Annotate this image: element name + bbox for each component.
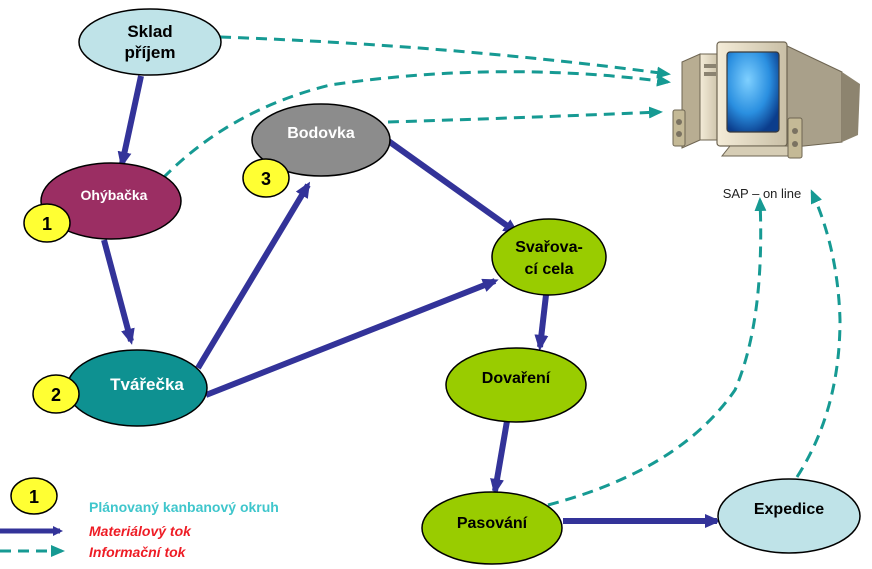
dovareni-label: Dovaření [482,370,551,387]
svarovaci-label-line2: cí cela [525,261,574,278]
legend-badge: 1 [10,477,58,515]
expedice-label: Expedice [754,501,824,518]
material-arrow-bodovka-svarovaci [385,137,520,235]
badge-bodovka: 3 [242,158,290,198]
badge-tvarecka-number: 2 [51,385,61,405]
info-arrow-pasovani-sap [547,197,767,507]
pasovani-label: Pasování [457,515,528,532]
info-arrow-expedice-sap [795,189,842,478]
material-arrow-sklad-ohybacka [117,75,144,168]
info-arrow-sklad-sap [219,35,671,79]
node-ohybacka: Ohýbačka [40,162,182,240]
node-expedice: Expedice [717,478,861,554]
node-svarovaci-cela: Svařova- cí cela [491,218,607,296]
node-bodovka: Bodovka [251,103,391,177]
node-sklad-prijem: Sklad příjem [78,8,222,76]
legend-kanban-label: Plánovaný kanbanový okruh [89,499,279,515]
tvarecka-label: Tvářečka [110,375,184,394]
info-flows [161,35,842,507]
node-tvarecka: Tvářečka [66,349,208,427]
info-arrow-ohybacka-sap [161,70,671,180]
material-arrow-dovareni-pasovani [490,420,510,495]
sklad-label-line1: Sklad [127,22,172,41]
material-arrow-svarovaci-dovareni [534,294,549,351]
info-arrow-bodovka-sap [387,106,663,124]
sap-label: SAP – on line [723,186,802,201]
badge-ohybacka-number: 1 [42,214,52,234]
bodovka-label: Bodovka [287,125,355,142]
badge-ohybacka: 1 [23,203,71,243]
svarovaci-label-line1: Svařova- [515,239,583,256]
badge-bodovka-number: 3 [261,169,271,189]
material-flows [101,75,721,528]
legend: 1 Plánovaný kanbanový okruh Materiálový … [0,477,279,560]
ohybacka-label: Ohýbačka [81,187,148,203]
material-arrow-tvarecka-svarovaci [204,278,499,398]
legend-material-label: Materiálový tok [89,523,192,539]
badge-tvarecka: 2 [32,374,80,414]
sklad-label-line2: příjem [124,43,175,62]
legend-info-label: Informační tok [89,544,187,560]
material-arrow-ohybacka-tvarecka [101,239,135,345]
node-pasovani: Pasování [421,491,563,565]
legend-badge-number: 1 [29,487,39,507]
desktop-computer-icon [672,41,860,159]
node-dovareni: Dovaření [445,347,587,423]
material-arrow-tvarecka-bodovka [195,181,311,370]
